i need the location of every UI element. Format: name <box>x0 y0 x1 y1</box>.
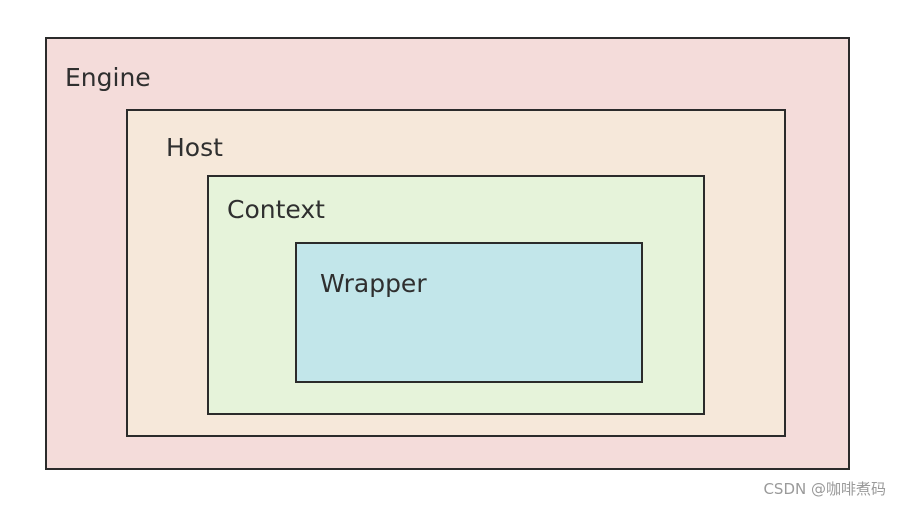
engine-label: Engine <box>65 63 151 92</box>
wrapper-label: Wrapper <box>320 269 427 298</box>
context-label: Context <box>227 195 325 224</box>
wrapper-box: Wrapper <box>295 242 643 383</box>
context-box: Context Wrapper <box>207 175 705 415</box>
watermark: CSDN @咖啡煮码 <box>763 480 886 498</box>
host-label: Host <box>166 133 223 162</box>
engine-box: Engine Host Context Wrapper <box>45 37 850 470</box>
host-box: Host Context Wrapper <box>126 109 786 437</box>
